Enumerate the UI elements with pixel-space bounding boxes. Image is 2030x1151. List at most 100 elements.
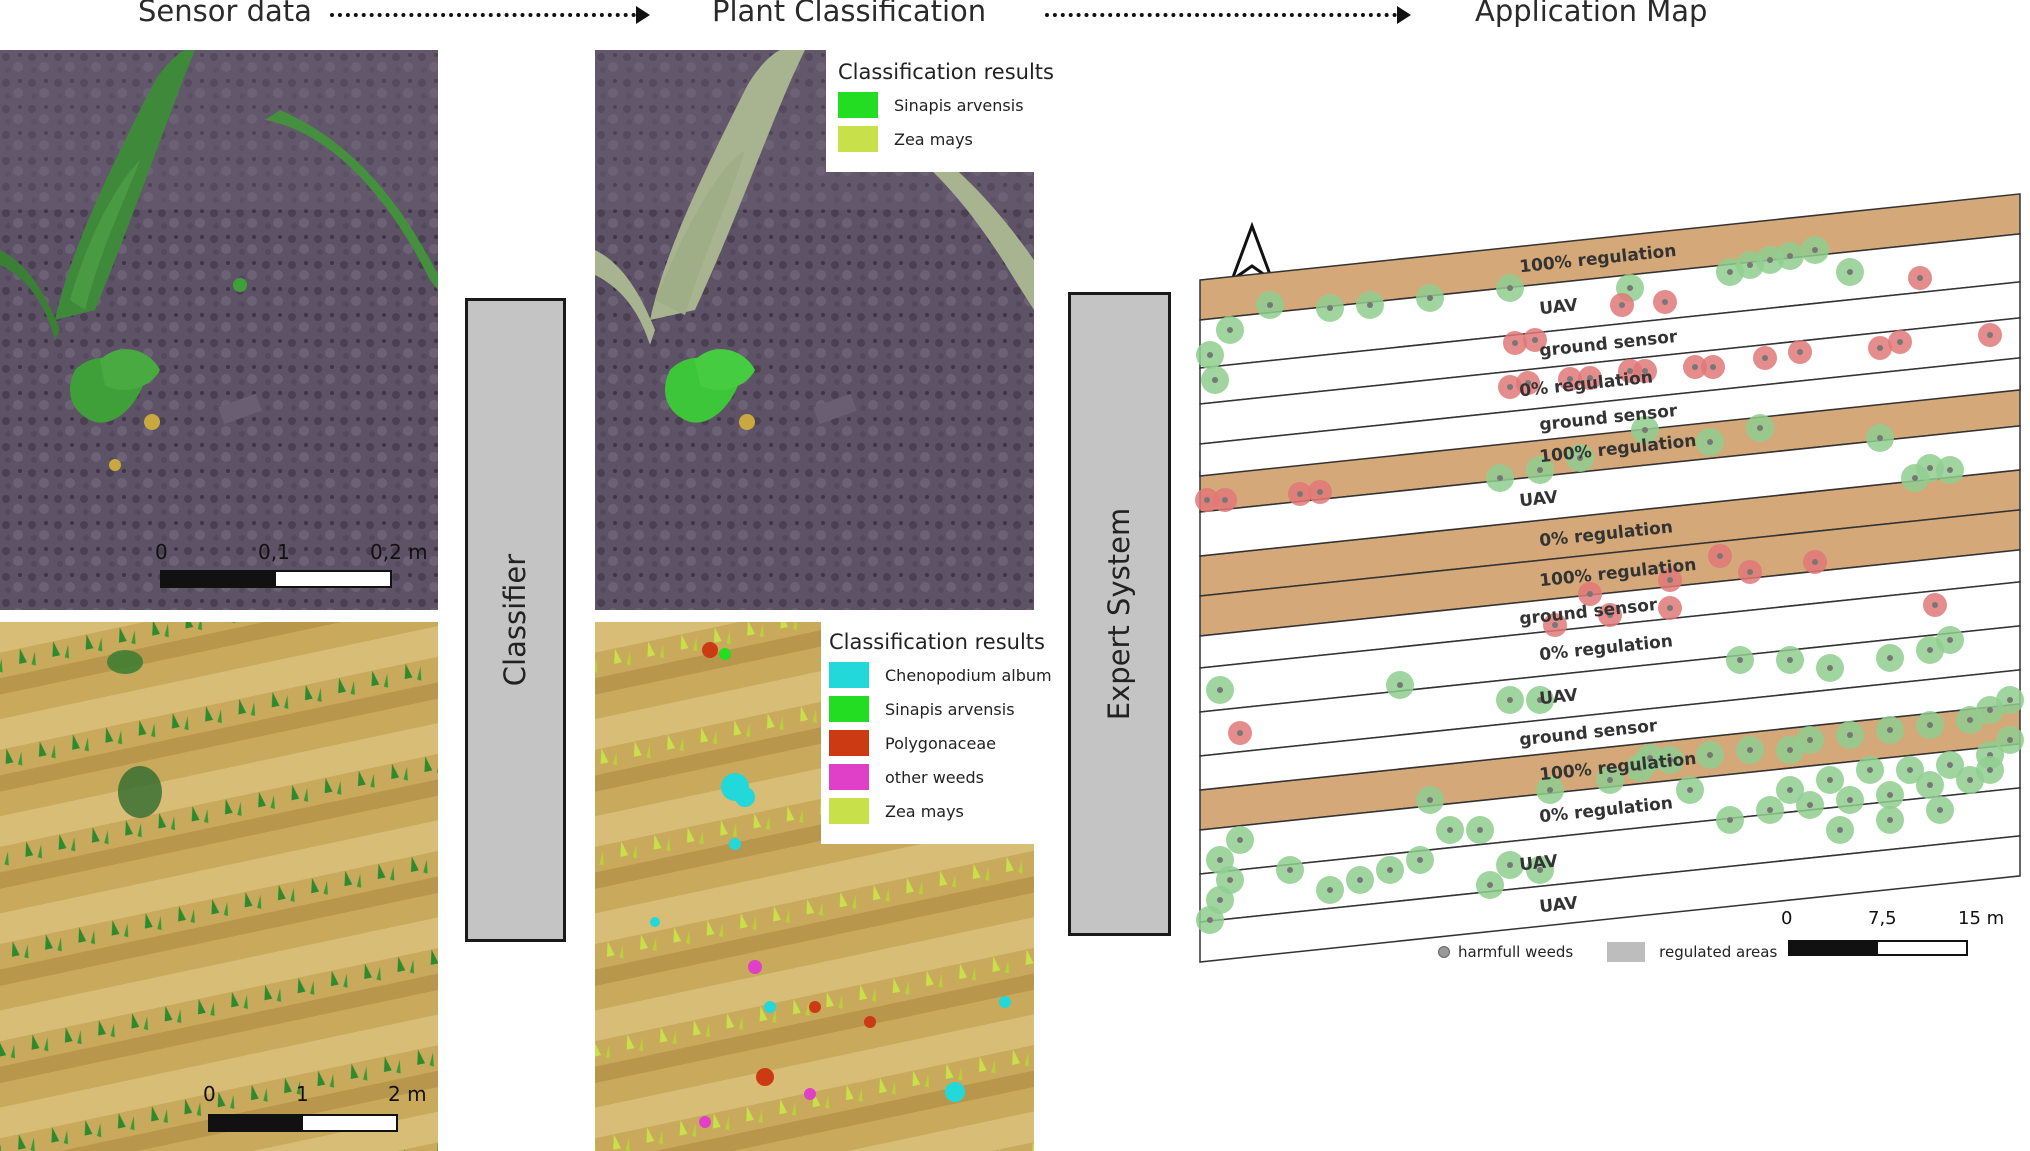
weed-dot bbox=[1787, 787, 1793, 793]
weed-dot bbox=[1807, 802, 1813, 808]
map-legend: harmfull weeds regulated areas bbox=[1438, 942, 1777, 962]
weed-dot bbox=[1217, 687, 1223, 693]
weed-dot bbox=[1525, 380, 1531, 386]
legend-swatch bbox=[829, 730, 869, 756]
weed-dot bbox=[1222, 497, 1228, 503]
weed-dot bbox=[1787, 253, 1793, 259]
weed-dot bbox=[1627, 285, 1633, 291]
weed-dot bbox=[1487, 882, 1493, 888]
expert-system-box: Expert System bbox=[1068, 292, 1171, 936]
weed-dot bbox=[1237, 837, 1243, 843]
weed-dot bbox=[1927, 722, 1933, 728]
weed-dot bbox=[1507, 384, 1513, 390]
weed-dot bbox=[1797, 349, 1803, 355]
weed-dot bbox=[1887, 727, 1893, 733]
weed-dot bbox=[1987, 332, 1993, 338]
weed-dot bbox=[1427, 295, 1433, 301]
weed-dot bbox=[1747, 747, 1753, 753]
map-scale-label-0: 0 bbox=[1781, 908, 1793, 929]
legend-regulated-label: regulated areas bbox=[1659, 943, 1778, 961]
weed-dot bbox=[1937, 807, 1943, 813]
weed-dot bbox=[1642, 368, 1648, 374]
closeup-scale-label-0: 0 bbox=[155, 540, 168, 564]
weed-dot bbox=[1877, 435, 1883, 441]
weed-dot bbox=[1947, 762, 1953, 768]
header-sensor-data: Sensor data bbox=[138, 0, 312, 28]
map-strip-label: UAV bbox=[1538, 893, 1579, 917]
weed-dot bbox=[1547, 787, 1553, 793]
field-scale-label-1: 1 bbox=[296, 1082, 309, 1106]
weed-dot bbox=[1607, 612, 1613, 618]
legend-weeds-label: harmfull weeds bbox=[1458, 943, 1574, 961]
weed-dot bbox=[1607, 777, 1613, 783]
weed-dot bbox=[1507, 862, 1513, 868]
weed-dot bbox=[1207, 352, 1213, 358]
weed-dot bbox=[1812, 559, 1818, 565]
weed-dot bbox=[1837, 827, 1843, 833]
weed-dot bbox=[1987, 707, 1993, 713]
weed-dot bbox=[1647, 755, 1653, 761]
field-scale-label-2: 2 m bbox=[388, 1082, 427, 1106]
weed-dot bbox=[1762, 355, 1768, 361]
weed-dot bbox=[1417, 857, 1423, 863]
weed-dot bbox=[1707, 439, 1713, 445]
weed-dot bbox=[1687, 787, 1693, 793]
weed-dot bbox=[1717, 553, 1723, 559]
weed-dot bbox=[1512, 340, 1518, 346]
weed-dot bbox=[1887, 792, 1893, 798]
weed-dot bbox=[1927, 465, 1933, 471]
legend-swatch bbox=[829, 696, 869, 722]
arrow-to-application-map bbox=[1045, 6, 1411, 24]
legend-swatch bbox=[829, 662, 869, 688]
weed-dot bbox=[1867, 767, 1873, 773]
sensor-field-image: 0 1 2 m bbox=[0, 622, 438, 1151]
weed-dot bbox=[1747, 569, 1753, 575]
weed-dot bbox=[1267, 302, 1273, 308]
closeup-scale-label-2: 0,2 m bbox=[370, 540, 428, 564]
weed-dot bbox=[1587, 591, 1593, 597]
weed-dot bbox=[1927, 782, 1933, 788]
weed-dot bbox=[1217, 897, 1223, 903]
weed-dot bbox=[1537, 467, 1543, 473]
sensor-closeup-image: 0 0,1 0,2 m bbox=[0, 50, 438, 610]
weed-dot bbox=[1627, 368, 1633, 374]
weed-dot bbox=[1667, 577, 1673, 583]
weed-dot bbox=[1847, 797, 1853, 803]
weed-dot bbox=[1507, 285, 1513, 291]
weed-dot bbox=[1662, 299, 1668, 305]
weed-dot bbox=[1847, 732, 1853, 738]
map-scale-label-1: 7,5 bbox=[1868, 908, 1897, 929]
weed-dot bbox=[1497, 475, 1503, 481]
map-strip-label: UAV bbox=[1538, 685, 1579, 709]
closeup-scale-label-1: 0,1 bbox=[258, 540, 290, 564]
north-arrow-icon bbox=[1228, 221, 1276, 284]
legend-bottom-title: Classification results bbox=[829, 630, 1045, 654]
weed-dot bbox=[1897, 339, 1903, 345]
weed-dot bbox=[1387, 867, 1393, 873]
map-scale-label-2: 15 m bbox=[1958, 908, 2005, 929]
map-strip bbox=[1199, 425, 2021, 557]
weed-dot bbox=[1317, 489, 1323, 495]
weed-dot bbox=[1707, 752, 1713, 758]
legend-item: Zea mays bbox=[838, 126, 1024, 152]
weed-dot bbox=[1927, 647, 1933, 653]
weed-dot bbox=[1907, 767, 1913, 773]
weed-dot bbox=[1967, 777, 1973, 783]
classifier-box: Classifier bbox=[465, 298, 566, 942]
weed-dot bbox=[1577, 455, 1583, 461]
weed-dot bbox=[1767, 257, 1773, 263]
legend-item-label: Sinapis arvensis bbox=[885, 699, 1015, 719]
legend-item: Sinapis arvensis bbox=[838, 92, 1024, 118]
weed-dot bbox=[1727, 269, 1733, 275]
weed-dot-icon bbox=[1438, 946, 1450, 958]
map-strip-label: UAV bbox=[1518, 487, 1559, 511]
weed-dot bbox=[1212, 377, 1218, 383]
weed-dot bbox=[1807, 737, 1813, 743]
weed-dot bbox=[1567, 376, 1573, 382]
legend-item: Polygonaceae bbox=[829, 730, 1028, 756]
expert-system-label: Expert System bbox=[1102, 507, 1137, 721]
legend-item-label: Zea mays bbox=[894, 129, 973, 149]
weed-dot bbox=[1297, 491, 1303, 497]
weed-dot bbox=[1477, 827, 1483, 833]
